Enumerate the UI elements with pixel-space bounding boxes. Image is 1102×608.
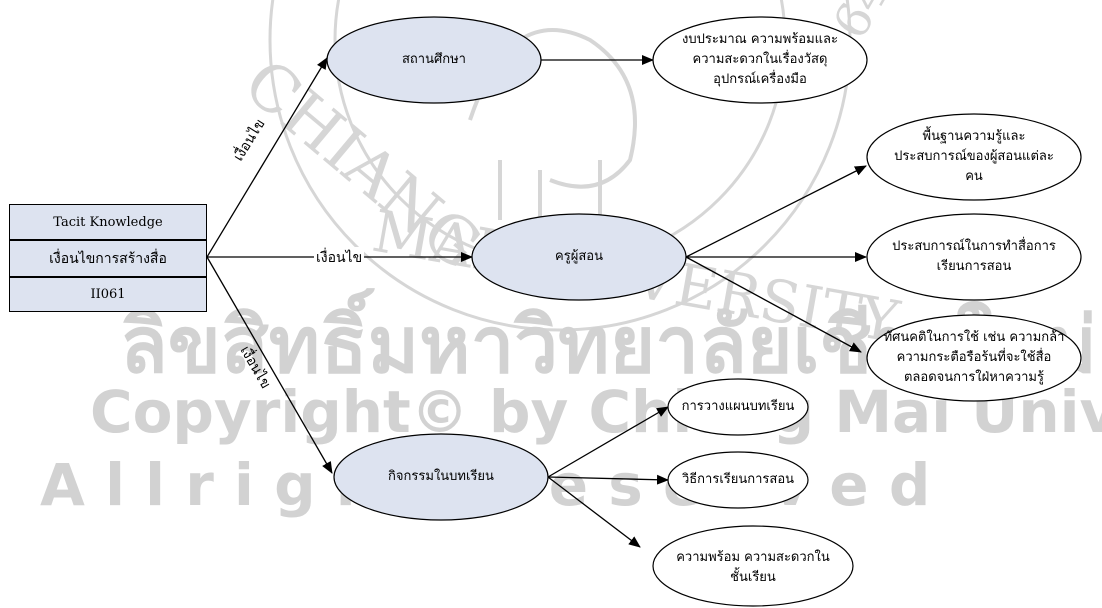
edge-label-teacher: เงื่อนไข: [314, 247, 365, 269]
edge-teacher-c1: [685, 165, 867, 258]
node-teacher-c2-shape: [866, 213, 1082, 301]
edge-activity-c1: [547, 406, 669, 478]
node-teacher-c2-label: ประสบการณ์ในการทำสื่อการ เรียนการสอน: [892, 239, 1056, 274]
node-teacher-c3-shape: [866, 314, 1082, 402]
node-activity-label: กิจกรรมในบทเรียน: [388, 469, 494, 484]
node-activity-c2-shape: [667, 451, 809, 509]
edge-root-school: [206, 57, 328, 258]
node-activity-c2-label: วิธีการเรียนการสอน: [681, 472, 795, 487]
node-teacher-c3-label: ทัศนคติในการใช้ เช่น ความกล้า ความกระตือ…: [883, 330, 1065, 385]
node-school-c1-shape: [652, 16, 868, 104]
node-school-c1-label: งบประมาณ ความพร้อมและ ความสะดวกในเรื่องว…: [682, 32, 838, 87]
edge-activity-c2: [547, 474, 669, 485]
root-box-row-knowledge: Tacit Knowledge: [9, 204, 207, 240]
root-box-row-condition: เงื่อนไขการสร้างสื่อ: [9, 240, 207, 277]
node-teacher-c1-shape: [866, 113, 1082, 201]
root-box-row-code: II061: [9, 277, 207, 312]
node-school-label: สถานศึกษา: [402, 52, 466, 67]
node-activity-c3-label: ความพร้อม ความสะดวกใน ชั้นเรียน: [676, 550, 830, 585]
node-activity-c1-label: การวางแผนบทเรียน: [681, 399, 795, 414]
node-activity-c3-shape: [652, 525, 854, 607]
edge-root-activity: [206, 256, 333, 474]
node-teacher-label: ครูผู้สอน: [555, 249, 603, 264]
node-activity-shape: [333, 433, 549, 521]
edge-teacher-c3: [685, 256, 862, 353]
node-school-shape: [326, 16, 542, 104]
node-teacher-shape: [471, 213, 687, 301]
node-activity-c1-shape: [667, 378, 809, 436]
edge-activity-c3: [547, 476, 641, 548]
node-teacher-c1-label: พื้นฐานความรู้และ ประสบการณ์ของผู้สอนแต่…: [894, 129, 1054, 184]
